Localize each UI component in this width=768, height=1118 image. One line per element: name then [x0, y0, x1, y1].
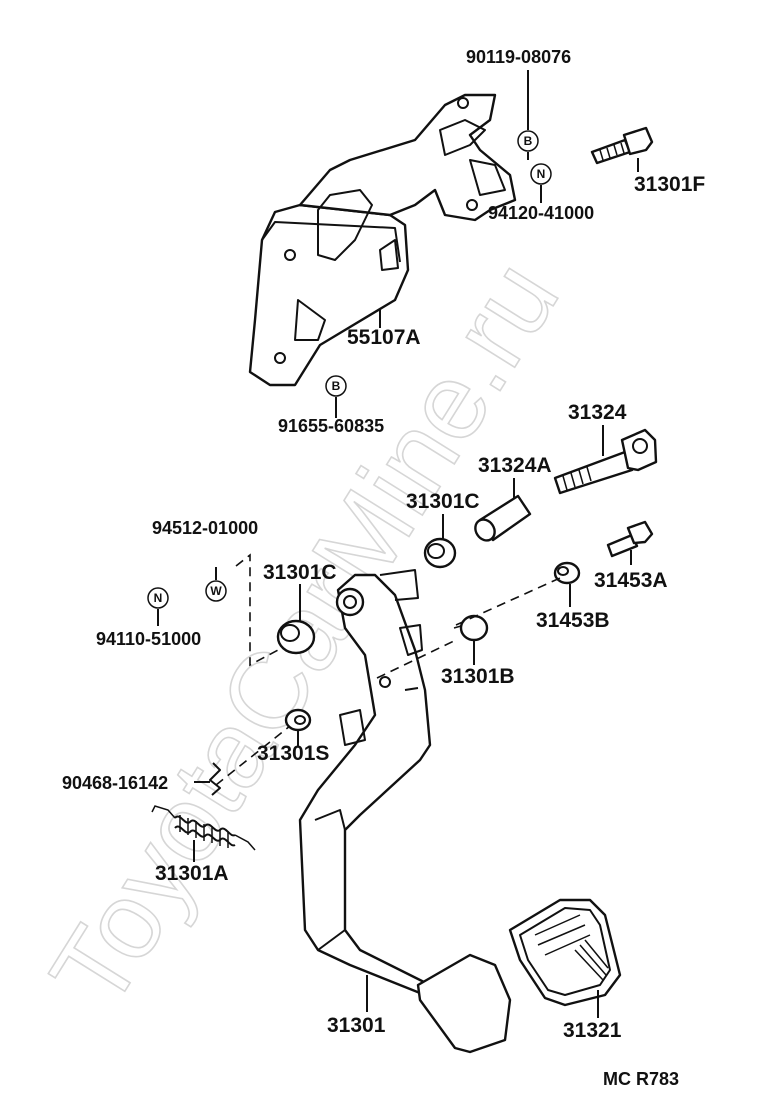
svg-text:N: N: [154, 591, 163, 605]
bushing-31301c-left: [276, 619, 316, 655]
label-31301f: 31301F: [634, 173, 705, 196]
svg-text:N: N: [537, 167, 546, 181]
spring-31301a: [151, 805, 256, 851]
label-31321: 31321: [563, 1019, 622, 1042]
cushion-31301s: [284, 708, 312, 732]
label-94110-51000: 94110-51000: [96, 629, 201, 649]
stopper-31301b: [453, 614, 489, 642]
pedal-pad-31321: [508, 898, 622, 1007]
label-94512-01000: 94512-01000: [152, 518, 258, 538]
label-31453b: 31453B: [536, 609, 610, 632]
pedal-bracket-55107a: [248, 93, 517, 387]
svg-text:B: B: [332, 379, 341, 393]
svg-text:W: W: [210, 584, 222, 598]
clip-90468: [209, 762, 221, 796]
leader-lines: [157, 70, 639, 1018]
label-31301: 31301: [327, 1014, 386, 1037]
label-31324: 31324: [568, 401, 627, 424]
marker-n-top: N: [530, 163, 552, 185]
brake-pedal-arm-31301: [298, 569, 512, 1054]
label-31301c-top: 31301C: [406, 490, 480, 513]
label-31301s: 31301S: [257, 742, 329, 765]
label-90119-08076: 90119-08076: [466, 47, 571, 67]
label-31301b: 31301B: [441, 665, 515, 688]
label-91655-60835: 91655-60835: [278, 416, 384, 436]
collar-31324a: [474, 494, 532, 542]
label-31301a: 31301A: [155, 862, 229, 885]
label-94120-41000: 94120-41000: [488, 203, 594, 223]
marker-b-bottom: B: [325, 375, 347, 397]
nut-31453b: [553, 561, 581, 585]
bolt-31453a: [606, 520, 654, 558]
marker-b-top: B: [517, 130, 539, 152]
marker-n-left: N: [147, 587, 169, 609]
label-31324a: 31324A: [478, 454, 552, 477]
label-31453a: 31453A: [594, 569, 668, 592]
bolt-31301f: [590, 126, 654, 165]
svg-text:B: B: [524, 134, 533, 148]
diagram-code: MC R783: [603, 1069, 679, 1089]
label-31301c-left: 31301C: [263, 561, 337, 584]
label-55107a: 55107A: [347, 326, 421, 349]
bushing-31301c-top: [423, 537, 457, 569]
marker-w: W: [205, 580, 227, 602]
label-90468-16142: 90468-16142: [62, 773, 168, 793]
bolt-31324: [553, 428, 658, 495]
